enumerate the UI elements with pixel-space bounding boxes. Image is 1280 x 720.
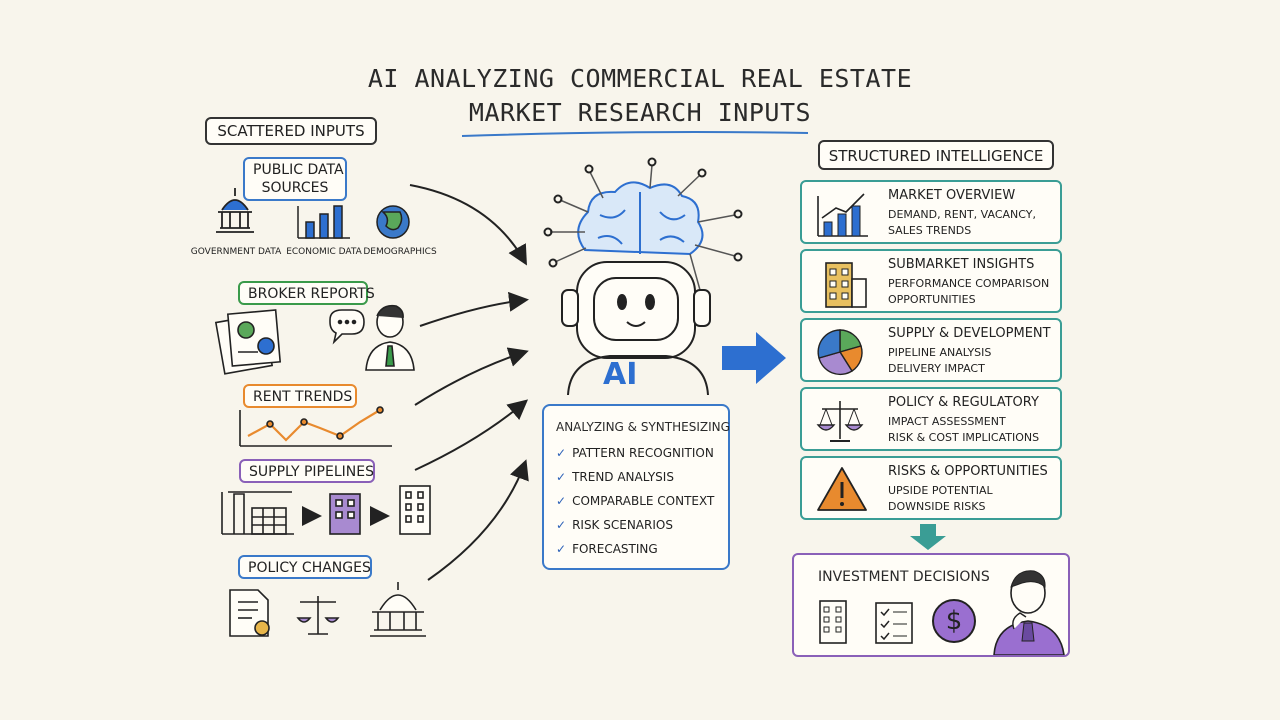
policy-regulatory-line1: IMPACT ASSESSMENT xyxy=(888,415,1006,428)
investment-decisions-label: INVESTMENT DECISIONS xyxy=(818,569,990,585)
check-item-risk: ✓RISK SCENARIOS xyxy=(556,518,673,532)
pie-chart-icon xyxy=(817,329,863,376)
bar-chart-icon xyxy=(817,193,868,237)
public-data-label: PUBLIC DATA SOURCES xyxy=(243,157,347,201)
synthesizing-panel: ANALYZING & SYNTHESIZING ✓PATTERN RECOGN… xyxy=(542,404,730,570)
output-card-policy-regulatory: POLICY & REGULATORY IMPACT ASSESSMENT RI… xyxy=(800,387,1062,451)
supply-development-line1: PIPELINE ANALYSIS xyxy=(888,346,992,359)
purple-building-icon xyxy=(329,493,361,535)
scattered-inputs-header: SCATTERED INPUTS xyxy=(205,117,377,145)
rent-trends-label: RENT TRENDS xyxy=(243,384,357,408)
market-overview-line2: SALES TRENDS xyxy=(888,224,972,237)
check-item-trend: ✓TREND ANALYSIS xyxy=(556,470,674,484)
synthesizing-title: ANALYZING & SYNTHESIZING xyxy=(556,420,730,434)
robot-illustration xyxy=(543,157,743,396)
check-icon: ✓ xyxy=(556,494,567,508)
title-line-2: MARKET RESEARCH INPUTS xyxy=(468,98,812,127)
market-overview-title: MARKET OVERVIEW xyxy=(888,188,1016,203)
report-document-icon xyxy=(214,309,282,375)
risks-opportunities-title: RISKS & OPPORTUNITIES xyxy=(888,464,1048,479)
public-data-label-line1: PUBLIC DATA xyxy=(253,162,344,178)
broker-person-icon xyxy=(365,304,415,371)
market-overview-line1: DEMAND, RENT, VACANCY, xyxy=(888,208,1036,221)
economic-data-caption: ECONOMIC DATA xyxy=(286,247,362,257)
arrow-supply-pipelines xyxy=(414,399,529,471)
tower-building-icon xyxy=(399,485,431,535)
check-icon: ✓ xyxy=(556,446,567,460)
broker-reports-label: BROKER REPORTS xyxy=(238,281,375,305)
check-item-forecasting: ✓FORECASTING xyxy=(556,542,658,556)
policy-regulatory-title: POLICY & REGULATORY xyxy=(888,395,1039,410)
title-underline xyxy=(461,131,809,137)
globe-icon xyxy=(376,205,410,239)
checklist-icon xyxy=(875,602,913,644)
output-arrow xyxy=(722,332,786,384)
output-card-market-overview: MARKET OVERVIEW DEMAND, RENT, VACANCY, S… xyxy=(800,180,1062,244)
economic-chart-icon xyxy=(297,205,350,239)
arrow-policy-changes xyxy=(427,459,529,581)
submarket-insights-line1: PERFORMANCE COMPARISON xyxy=(888,277,1050,290)
government-data-caption: GOVERNMENT DATA xyxy=(190,247,282,257)
supply-development-line2: DELIVERY IMPACT xyxy=(888,362,985,375)
government-icon xyxy=(216,188,254,233)
check-icon: ✓ xyxy=(556,470,567,484)
warning-icon xyxy=(817,467,867,511)
submarket-insights-title: SUBMARKET INSIGHTS xyxy=(888,257,1035,272)
check-icon: ✓ xyxy=(556,518,567,532)
demographics-caption: DEMOGRAPHICS xyxy=(363,247,437,257)
check-icon: ✓ xyxy=(556,542,567,556)
risks-opportunities-line1: UPSIDE POTENTIAL xyxy=(888,484,993,497)
arrow-public-data xyxy=(409,184,527,266)
ai-badge: AI xyxy=(603,357,638,392)
output-card-risks-opportunities: RISKS & OPPORTUNITIES UPSIDE POTENTIAL D… xyxy=(800,456,1062,520)
public-data-label-line2: SOURCES xyxy=(261,179,329,196)
decision-arrow xyxy=(910,524,946,550)
investor-person-icon xyxy=(993,570,1065,655)
supply-pipelines-label: SUPPLY PIPELINES xyxy=(239,459,375,483)
dollar-coin-icon: $ xyxy=(932,599,976,643)
risks-opportunities-line2: DOWNSIDE RISKS xyxy=(888,500,986,513)
justice-scales-icon xyxy=(296,596,340,635)
scales-icon xyxy=(816,401,864,442)
office-building-icon xyxy=(819,600,847,644)
output-card-supply-development: SUPPLY & DEVELOPMENT PIPELINE ANALYSIS D… xyxy=(800,318,1062,382)
capitol-building-icon xyxy=(370,582,426,637)
arrow-rent-trends xyxy=(414,347,529,406)
structured-intelligence-header: STRUCTURED INTELLIGENCE xyxy=(818,140,1054,170)
arrow-broker-reports xyxy=(419,291,529,327)
construction-crane-icon xyxy=(221,491,294,535)
policy-changes-label: POLICY CHANGES xyxy=(238,555,372,579)
supply-development-title: SUPPLY & DEVELOPMENT xyxy=(888,326,1051,341)
investment-decisions-panel: INVESTMENT DECISIONS $ xyxy=(792,553,1070,657)
check-item-comparable: ✓COMPARABLE CONTEXT xyxy=(556,494,715,508)
building-icon xyxy=(825,262,867,308)
policy-regulatory-line2: RISK & COST IMPLICATIONS xyxy=(888,431,1040,444)
rent-trend-chart xyxy=(239,406,392,447)
policy-document-icon xyxy=(229,589,270,637)
title-line-1: AI ANALYZING COMMERCIAL REAL ESTATE xyxy=(367,64,913,93)
speech-bubble-icon xyxy=(329,309,365,345)
check-item-pattern: ✓PATTERN RECOGNITION xyxy=(556,446,714,460)
output-card-submarket-insights: SUBMARKET INSIGHTS PERFORMANCE COMPARISO… xyxy=(800,249,1062,313)
submarket-insights-line2: OPPORTUNITIES xyxy=(888,293,976,306)
